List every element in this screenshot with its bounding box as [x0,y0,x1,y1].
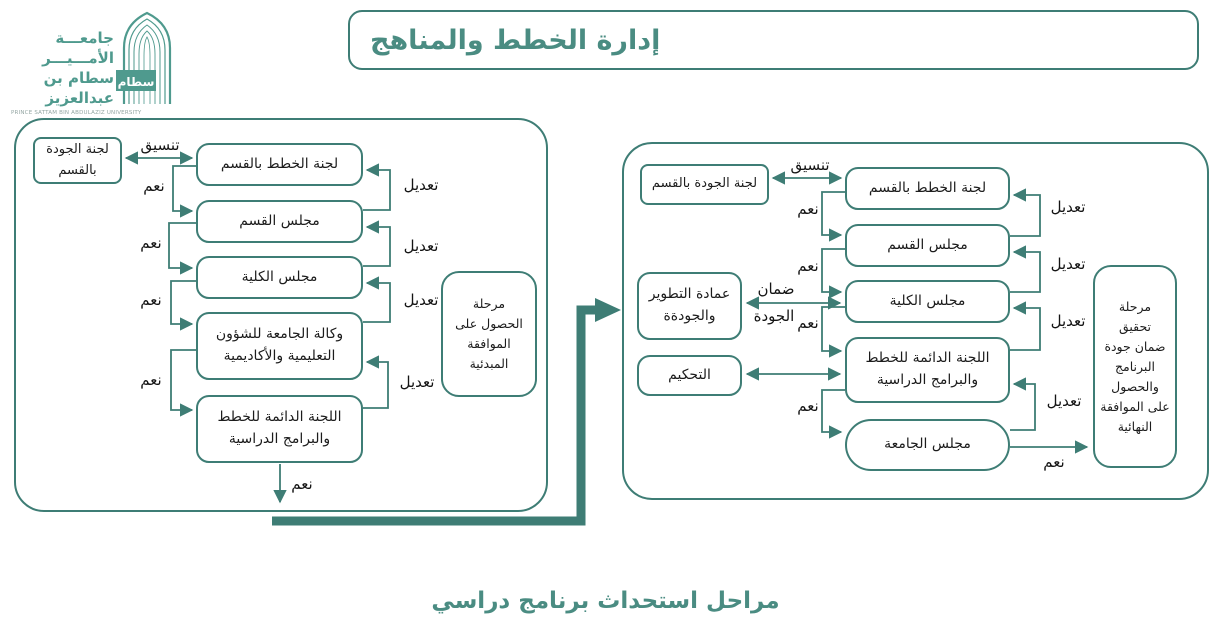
right-coordination-label: تنسيق [790,156,830,174]
university-name-ar-line2: سطام بن عبدالعزيز [43,69,114,107]
university-name-ar-line1: جامعـــة الأمـــيـــر [42,29,114,67]
left-department-council-box: مجلس القسم [196,200,363,243]
university-council-box: مجلس الجامعة [845,419,1010,471]
right-permanent-committee-box: اللجنة الدائمة للخطط والبرامج الدراسية [845,337,1010,403]
right-plans-committee-box: لجنة الخطط بالقسم [845,167,1010,210]
left-permanent-committee-box: اللجنة الدائمة للخطط والبرامج الدراسية [196,395,363,463]
university-logo: جامعـــة الأمـــيـــر سطام بن عبدالعزيز … [6,6,336,116]
left-edit-label-1: تعديل [403,176,439,194]
diagram-caption: مراحل استحداث برنامج دراسي [431,588,780,614]
right-department-council-box: مجلس القسم [845,224,1010,267]
university-logo-text: جامعـــة الأمـــيـــر سطام بن عبدالعزيز … [11,28,142,116]
quality-assurance-label-2: الجودة [753,307,795,325]
left-yes-label-3: نعم [140,291,162,309]
right-college-council-box: مجلس الكلية [845,280,1010,323]
right-stage-box: مرحلة تحقيق ضمان جودة البرنامج والحصول ع… [1093,265,1177,468]
left-college-council-box: مجلس الكلية [196,256,363,299]
right-edit-label-4: تعديل [1046,392,1082,410]
university-name-en: PRINCE SATTAM BIN ABDULAZIZ UNIVERSITY [11,110,142,116]
quality-assurance-label-1: ضمان [757,280,795,298]
right-yes-label-2: نعم [797,257,819,275]
left-plans-committee-box: لجنة الخطط بالقسم [196,143,363,186]
title-box: إدارة الخطط والمناهج [348,10,1199,70]
right-yes-label-3: نعم [797,314,819,332]
left-yes-label-4: نعم [140,371,162,389]
left-quality-committee-box: لجنة الجودة بالقسم [33,137,122,184]
left-yes-label-1: نعم [143,177,165,195]
right-yes-label-4: نعم [797,397,819,415]
left-coordination-label: تنسيق [140,136,180,154]
right-edit-label-3: تعديل [1050,312,1086,330]
right-quality-committee-box: لجنة الجودة بالقسم [640,164,769,205]
right-edit-label-1: تعديل [1050,198,1086,216]
left-bottom-yes-label: نعم [291,475,313,493]
arbitration-box: التحكيم [637,355,742,396]
left-yes-label-2: نعم [140,234,162,252]
panel-connector-arrowhead [595,298,621,322]
left-stage-box: مرحلة الحصول على الموافقة المبدئية [441,271,537,397]
left-edit-label-3: تعديل [403,291,439,309]
logo-wordmark: سطام [118,75,155,90]
left-edit-label-2: تعديل [403,237,439,255]
right-yes-label-1: نعم [797,200,819,218]
left-edit-label-4: تعديل [399,373,435,391]
final-yes-label: نعم [1043,453,1065,471]
development-quality-deanship-box: عمادة التطوير والجودةة [637,272,742,340]
left-vice-rectorate-box: وكالة الجامعة للشؤون التعليمية والأكاديم… [196,312,363,380]
university-arch-logo-icon: سطام [116,11,172,104]
right-edit-label-2: تعديل [1050,255,1086,273]
page-title: إدارة الخطط والمناهج [370,24,661,56]
